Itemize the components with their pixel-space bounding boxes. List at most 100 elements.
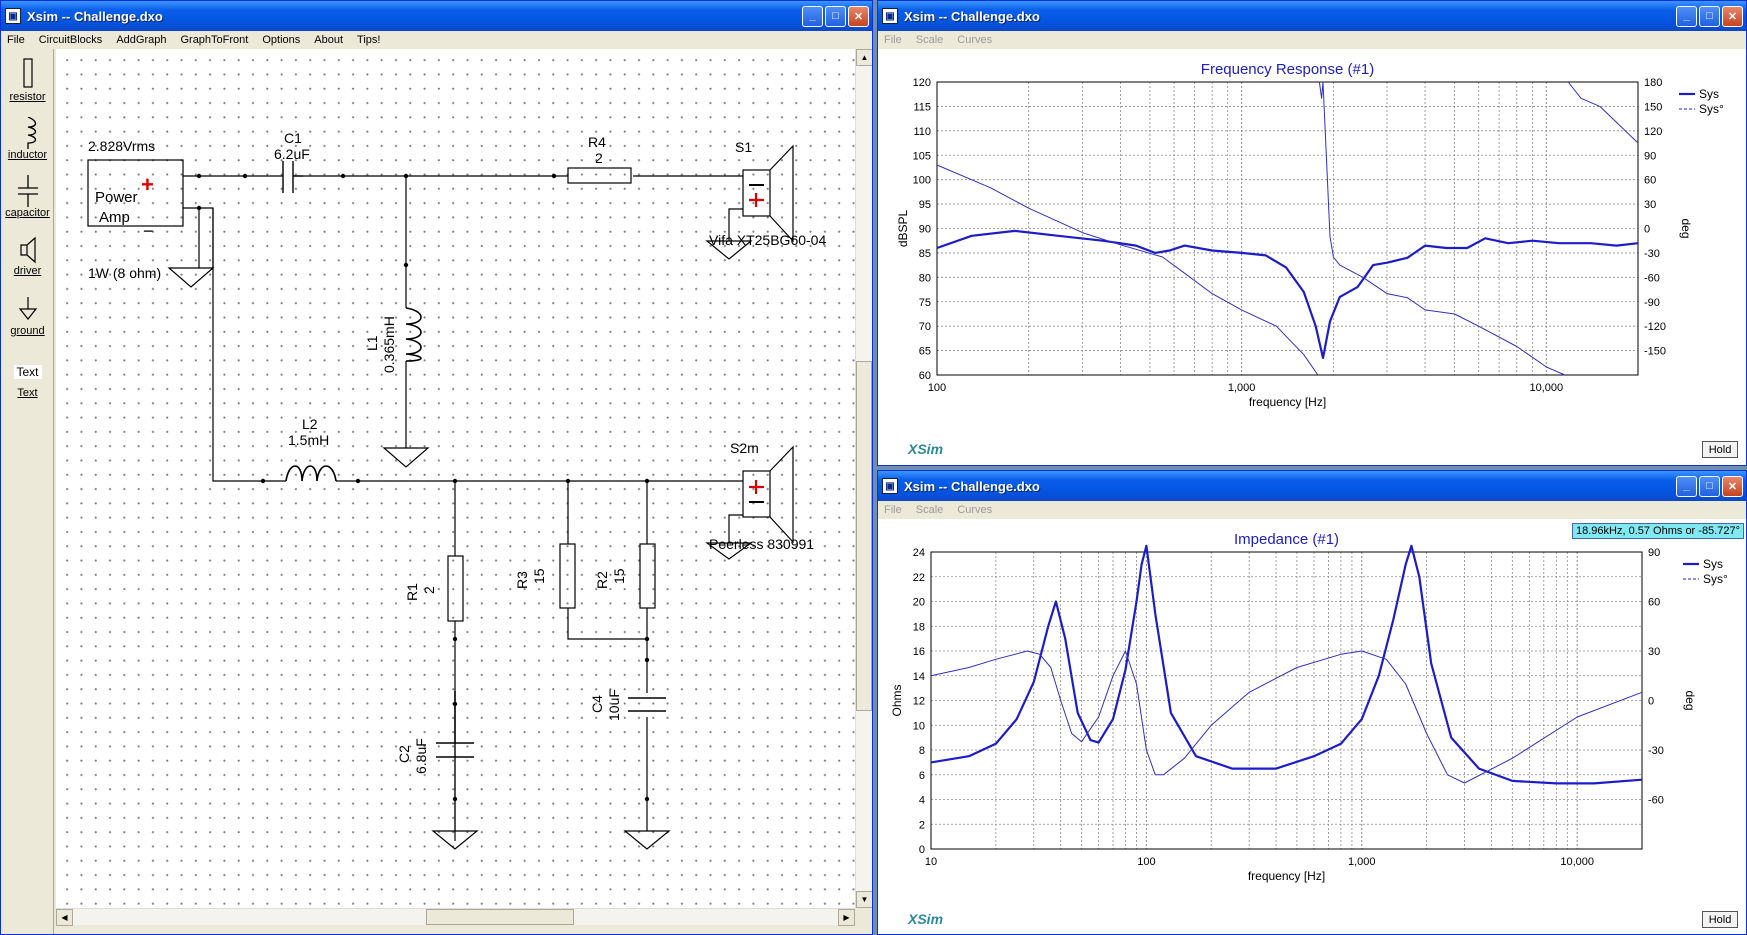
menu-curves[interactable]: Curves xyxy=(957,34,993,46)
tool-ground[interactable]: ground xyxy=(1,295,54,337)
minimize-button[interactable]: _ xyxy=(1676,5,1697,27)
minimize-button[interactable]: _ xyxy=(1676,475,1697,497)
xsim-app-icon: ▣ xyxy=(5,8,21,24)
main-menubar: File CircuitBlocks AddGraph GraphToFront… xyxy=(1,31,872,49)
scroll-left-button[interactable]: ◀ xyxy=(56,909,73,926)
tool-inductor[interactable]: inductor xyxy=(1,117,54,161)
window-title: Xsim -- Challenge.dxo xyxy=(904,8,1040,24)
c4-capacitor[interactable] xyxy=(628,697,666,712)
r2-value: 15 xyxy=(611,568,627,584)
menu-tips[interactable]: Tips! xyxy=(357,34,381,46)
y-tick-label: 75 xyxy=(919,297,931,309)
chart-title: Impedance (#1) xyxy=(1234,531,1339,548)
schematic-titlebar[interactable]: ▣ Xsim -- Challenge.dxo _ □ ✕ xyxy=(1,1,872,31)
y-tick-label: 4 xyxy=(919,795,925,807)
amp-minus-sign: − xyxy=(143,221,154,241)
menu-curves[interactable]: Curves xyxy=(957,504,993,516)
menu-scale[interactable]: Scale xyxy=(915,504,944,516)
frequency-response-chart[interactable]: 6065707580859095100105110115120-150-120-… xyxy=(878,49,1746,465)
y-tick-label: 90 xyxy=(919,224,931,236)
maximize-button[interactable]: □ xyxy=(1699,5,1720,27)
menu-circuitblocks[interactable]: CircuitBlocks xyxy=(38,34,103,46)
y2-tick-label: 30 xyxy=(1644,199,1656,211)
impedance-window: ▣ Xsim -- Challenge.dxo _ □ ✕ File Scale… xyxy=(877,470,1747,935)
y-tick-label: 70 xyxy=(919,321,931,333)
maximize-button[interactable]: □ xyxy=(825,5,846,27)
scroll-down-button[interactable]: ▼ xyxy=(856,891,872,908)
amp-power-label: 1W (8 ohm) xyxy=(88,265,161,281)
r2-resistor[interactable] xyxy=(639,543,656,609)
c2-capacitor[interactable] xyxy=(436,691,474,758)
wire xyxy=(454,208,743,831)
maximize-button[interactable]: □ xyxy=(1699,475,1720,497)
close-button[interactable]: ✕ xyxy=(848,5,869,27)
menu-addgraph[interactable]: AddGraph xyxy=(116,34,167,46)
r1-name: R1 xyxy=(404,583,420,601)
s2-model: Peerless 830991 xyxy=(709,536,814,552)
y2-tick-label: 0 xyxy=(1644,224,1650,236)
r1-resistor[interactable] xyxy=(447,555,464,622)
menu-file[interactable]: File xyxy=(7,34,25,46)
scroll-thumb[interactable] xyxy=(856,361,872,711)
horizontal-scrollbar[interactable]: ◀ ▶ xyxy=(56,908,855,926)
tool-driver[interactable]: driver xyxy=(1,235,54,277)
series-line-phase xyxy=(930,650,1643,784)
x-tick-label: 100 xyxy=(928,382,946,394)
menu-options[interactable]: Options xyxy=(262,34,301,46)
c2-name: C2 xyxy=(396,745,412,763)
series-line-magnitude xyxy=(936,229,1639,359)
y-tick-label: 80 xyxy=(919,272,931,284)
xsim-app-icon: ▣ xyxy=(882,478,898,494)
ground-symbol xyxy=(431,830,479,850)
ground-icon xyxy=(18,297,37,320)
frequency-titlebar[interactable]: ▣ Xsim -- Challenge.dxo _ □ ✕ xyxy=(878,1,1746,31)
series-line-phase xyxy=(936,81,1639,376)
c4-value: 10uF xyxy=(606,689,622,721)
close-button[interactable]: ✕ xyxy=(1722,5,1743,27)
impedance-titlebar[interactable]: ▣ Xsim -- Challenge.dxo _ □ ✕ xyxy=(878,471,1746,501)
menu-graphtofront[interactable]: GraphToFront xyxy=(180,34,249,46)
scroll-up-button[interactable]: ▲ xyxy=(856,49,872,66)
hold-button[interactable]: Hold xyxy=(1702,911,1738,928)
y-tick-label: 0 xyxy=(919,844,925,856)
menu-file[interactable]: File xyxy=(884,34,902,46)
tool-label: resistor xyxy=(9,91,46,103)
menu-scale[interactable]: Scale xyxy=(915,34,944,46)
menu-file[interactable]: File xyxy=(884,504,902,516)
inductor-icon xyxy=(26,117,36,149)
minimize-button[interactable]: _ xyxy=(802,5,823,27)
menu-about[interactable]: About xyxy=(314,34,344,46)
hold-button[interactable]: Hold xyxy=(1702,441,1738,458)
legend-label: Sys xyxy=(1703,557,1723,571)
r3-resistor[interactable] xyxy=(559,543,576,609)
power-amp-block[interactable] xyxy=(87,159,184,227)
scroll-thumb[interactable] xyxy=(426,909,574,925)
tool-resistor[interactable]: resistor xyxy=(1,57,54,103)
c1-capacitor[interactable] xyxy=(282,161,303,193)
tool-text[interactable]: Text Text xyxy=(1,365,54,399)
close-button[interactable]: ✕ xyxy=(1722,475,1743,497)
tool-label: ground xyxy=(10,325,45,337)
y-tick-label: 65 xyxy=(919,346,931,358)
y2-tick-label: 180 xyxy=(1644,77,1662,89)
l1-inductor[interactable] xyxy=(405,307,422,362)
scroll-right-button[interactable]: ▶ xyxy=(838,909,855,926)
y-tick-label: 95 xyxy=(919,199,931,211)
s1-speaker[interactable] xyxy=(742,144,794,243)
imp-menubar: File Scale Curves xyxy=(878,501,1746,519)
r4-resistor[interactable] xyxy=(567,167,632,184)
amp-label-power: Power xyxy=(95,189,138,206)
window-title: Xsim -- Challenge.dxo xyxy=(27,8,163,24)
schematic-canvas[interactable]: + − Power Amp 2.828Vrms 1W (8 ohm) C1 xyxy=(56,49,855,908)
vertical-scrollbar[interactable]: ▲ ▼ xyxy=(855,49,872,908)
series-line-magnitude xyxy=(930,544,1643,785)
ground-symbol xyxy=(623,830,671,850)
y2-tick-label: -60 xyxy=(1644,272,1660,284)
l2-inductor[interactable] xyxy=(285,465,337,482)
s2-speaker[interactable] xyxy=(742,445,794,544)
y-tick-label: 24 xyxy=(913,547,925,559)
tool-capacitor[interactable]: capacitor xyxy=(1,175,54,219)
